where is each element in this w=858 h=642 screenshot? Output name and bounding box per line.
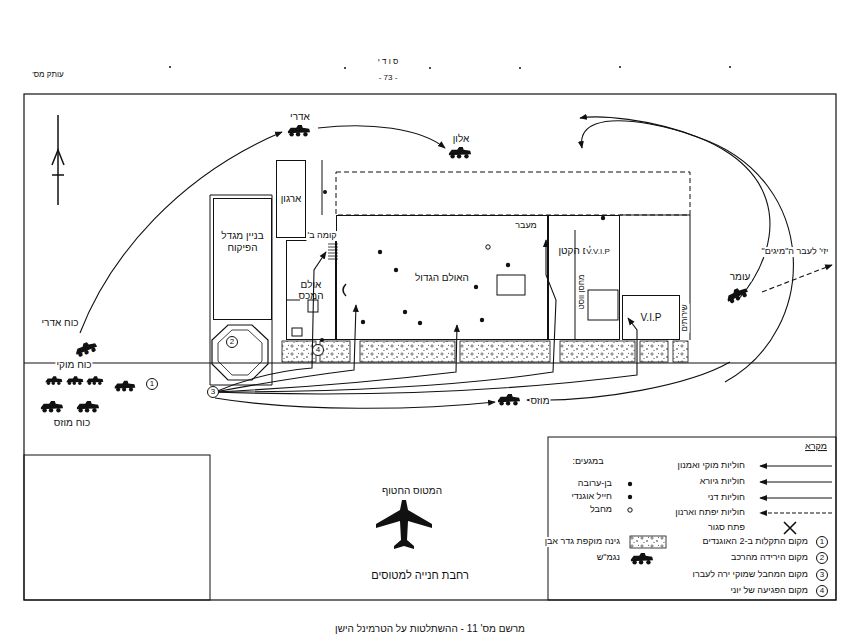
legend-subheading: במגעים: (571, 457, 604, 467)
building-box: בניין מגדל הפיקוח (213, 198, 272, 320)
room-label: V.V.I.P (585, 248, 610, 257)
legend-text: פתח סגור (708, 523, 745, 533)
legend-sample (630, 536, 666, 548)
legend-text: חוליות יפתח וארנון (675, 508, 745, 518)
legend-text: מקום התקלות ב-2 האוגנדים (703, 537, 808, 547)
classification: ס ו ד י (377, 58, 400, 67)
force-name: כוח אדרי (41, 317, 80, 328)
callout-number: 3 (816, 569, 828, 581)
legend-text: חוליות מוקי ואמנון (678, 461, 745, 471)
legend-text: חוליות גיורא (700, 477, 745, 487)
page-number: - 73 - (378, 74, 399, 83)
legend-text: מחבל (590, 505, 612, 515)
legend-sample (760, 481, 832, 482)
legend-text: חוליות דני (708, 493, 745, 503)
building-name: בניין מגדל הפיקוח (214, 229, 271, 254)
building-name: האולם הגדול (414, 271, 470, 285)
caption: מרשם מס' 11 - ההשתלטות על הטרמינל הישן (334, 623, 526, 634)
building-name: ארגון (280, 192, 303, 206)
building-box: האולם הגדול (336, 215, 548, 340)
building-box: ארגון (276, 160, 306, 238)
legend-text: מקום הפגיעה של יוני (731, 586, 808, 596)
copy-number: עותק מס' (31, 71, 64, 80)
note: יזי' לעבר ה"מיגים" (761, 247, 830, 257)
legend-sample (760, 465, 832, 466)
legend-sample (760, 497, 832, 498)
legend-text: בן-ערובה (578, 479, 612, 489)
force-name: מוזס (529, 395, 550, 406)
apron-label: רחבת חנייה למטוסים (370, 569, 470, 581)
building-box: V.I.P (622, 295, 680, 340)
legend-heading: מקרא (804, 442, 828, 452)
legend-text: מקום הירידה מהרכב (731, 553, 808, 563)
room-label: מחסן ווסט (578, 274, 587, 311)
legend-sample (628, 495, 632, 499)
aircraft-label: המטוס החטוף (381, 485, 443, 496)
building-box: אולם המכס (286, 240, 336, 340)
callout-number: 2 (816, 552, 828, 564)
building-name: V.I.P (640, 311, 663, 325)
force-name: אלון (452, 133, 471, 144)
legend-sample (628, 508, 632, 512)
building-name: אולם המכס (287, 278, 335, 303)
legend-sample (628, 482, 632, 486)
room-label: שירותים (681, 303, 690, 332)
legend-sample (784, 522, 796, 534)
legend-text: חייל אוגנדי (572, 492, 613, 502)
legend-sample (631, 553, 653, 564)
airplane (376, 500, 432, 549)
force-name: עומר (729, 271, 752, 282)
callout-number: 3 (207, 386, 219, 398)
callout-number: 2 (226, 336, 238, 348)
passage-label: מעבר (514, 221, 538, 231)
callout-number: 4 (312, 344, 324, 356)
force-name: כוח מוזס (53, 417, 91, 428)
legend-text: גינה מוקפת גדר אבן (545, 537, 620, 547)
callout-number: 1 (146, 378, 158, 390)
legend-sample (760, 512, 832, 513)
force-name: כוח מוקי (55, 359, 92, 370)
floor-label: קומה ב' (306, 231, 337, 241)
callout-number: 1 (816, 536, 828, 548)
force-name: אדרי (289, 111, 311, 122)
callout-number: 4 (816, 585, 828, 597)
legend-text: מקום המחבל שמוקי ירה לעברו (693, 570, 808, 580)
legend-text: נגמ"ש (597, 553, 620, 563)
